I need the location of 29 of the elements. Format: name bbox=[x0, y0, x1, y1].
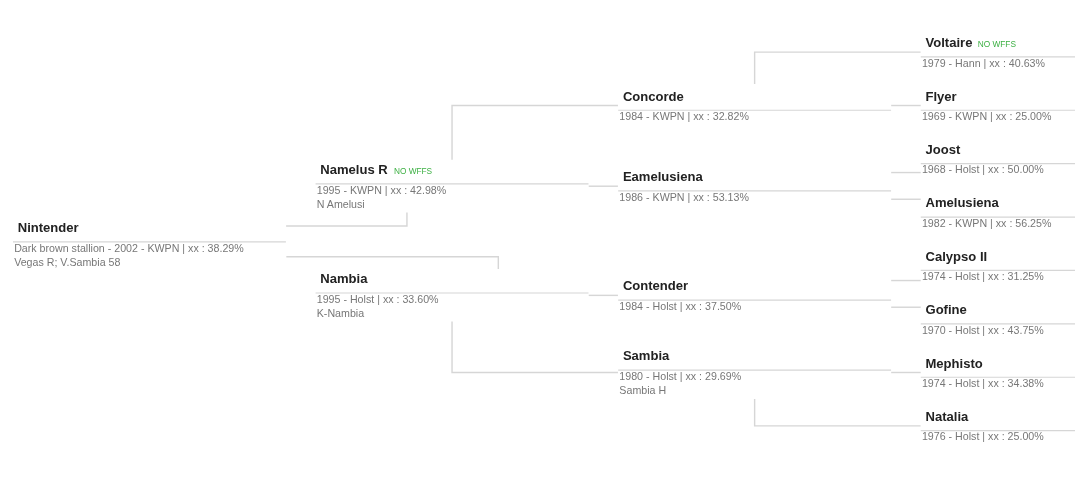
connector bbox=[588, 185, 619, 187]
node-text: Gofine 1970 - Holst | xx : 43.75% bbox=[921, 302, 1044, 336]
node-text: Mephisto 1974 - Holst | xx : 34.38% bbox=[921, 355, 1044, 389]
node-text: Concorde 1984 - KWPN | xx : 32.82% bbox=[619, 88, 749, 122]
connector bbox=[588, 294, 619, 297]
connector bbox=[890, 306, 922, 308]
node-text: Contender 1984 - Holst | xx : 37.50% bbox=[619, 278, 742, 312]
connector bbox=[890, 371, 922, 374]
node-text: Calypso II 1974 - Holst | xx : 31.25% bbox=[921, 248, 1044, 283]
node-text: Sambia 1980 - Holst | xx : 29.69% Sambia H bbox=[619, 348, 742, 397]
node-text: Amelusiena 1982 - KWPN | xx : 56.25% bbox=[921, 195, 1052, 229]
node-text: Natalia 1976 - Holst | xx : 25.00% bbox=[921, 408, 1044, 443]
node-text: Nintender Dark brown stallion - 2002 - KWPN | xx : 38.29% Vegas R; V.Sambia 58 bbox=[14, 220, 244, 268]
connector bbox=[753, 398, 922, 427]
connector bbox=[890, 104, 922, 107]
node-text: Eamelusiena 1986 - KWPN | xx : 53.13% bbox=[619, 169, 749, 203]
connector bbox=[890, 171, 922, 174]
connector bbox=[753, 51, 922, 85]
connector bbox=[285, 211, 408, 227]
node-text: Namelus R NO WFFS 1995 - KWPN | xx : 42.98% N Amelusi bbox=[316, 162, 447, 210]
node-text: Flyer 1969 - KWPN | xx : 25.00% bbox=[921, 88, 1052, 122]
node-text: Nambia 1995 - Holst | xx : 33.60% K-Nambia bbox=[316, 271, 439, 319]
connector bbox=[451, 320, 619, 374]
connector bbox=[451, 104, 619, 161]
connector bbox=[890, 198, 922, 200]
node-text: Joost 1968 - Holst | xx : 50.00% bbox=[921, 141, 1044, 176]
connector bbox=[890, 279, 922, 282]
connector bbox=[285, 256, 499, 270]
node-text: Voltaire NO WFFS 1979 - Hann | xx : 40.63% bbox=[921, 35, 1045, 69]
